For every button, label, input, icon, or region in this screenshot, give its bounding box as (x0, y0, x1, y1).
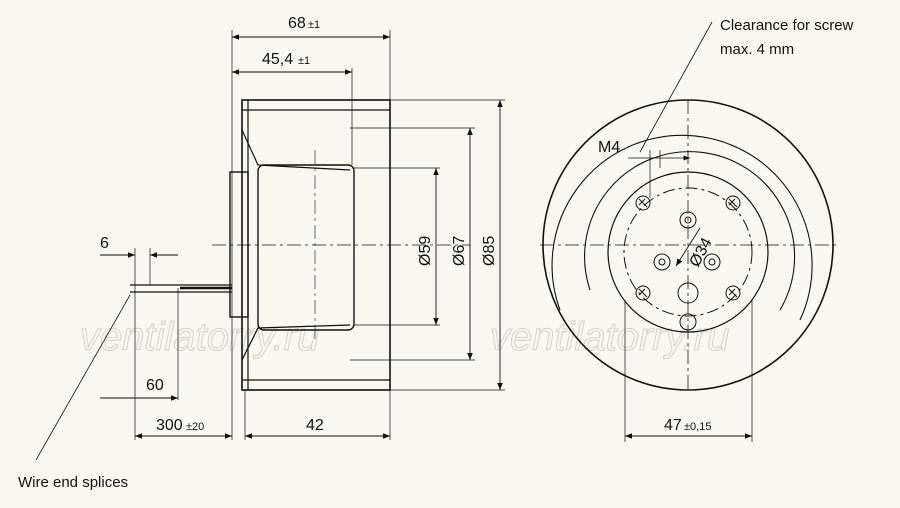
dim-wire-length-tol: ±20 (186, 421, 204, 433)
dim-overall-length: 68 (288, 15, 306, 32)
side-view (35, 30, 505, 461)
dim-wire-strip: 60 (146, 377, 164, 394)
dim-wire-splice: 6 (100, 235, 109, 252)
scroll-inner-a (551, 134, 813, 321)
dim-body-length: 45,4 (262, 51, 293, 68)
note-wire-end: Wire end splices (18, 474, 128, 491)
inner-holes (653, 211, 721, 331)
dim-hole-spacing: 47 (664, 417, 682, 434)
rotor-cap (229, 171, 249, 318)
mounting-holes (635, 195, 741, 301)
dim-dia-outer: Ø85 (481, 236, 498, 266)
dim-dia-inner: Ø59 (417, 236, 434, 266)
scroll-inner-b (584, 151, 796, 311)
dim-overall-length-tol: ±1 (308, 19, 320, 31)
dim-housing-width: 42 (306, 417, 324, 434)
dim-dia-mid: Ø67 (451, 236, 468, 266)
dim-screw-thread: M4 (598, 139, 620, 156)
dim-hole-spacing-tol: ±0,15 (684, 421, 711, 433)
note-clearance-line1: Clearance for screw (720, 17, 854, 34)
note-clearance-line2: max. 4 mm (720, 41, 794, 58)
watermark-left: ventilatorry.ru (80, 315, 319, 359)
dim-body-length-tol: ±1 (298, 55, 310, 67)
watermark-right: ventilatorry.ru (490, 315, 729, 359)
front-view (540, 21, 836, 442)
dim-wire-length: 300 (156, 417, 183, 434)
motor-body (257, 164, 355, 331)
